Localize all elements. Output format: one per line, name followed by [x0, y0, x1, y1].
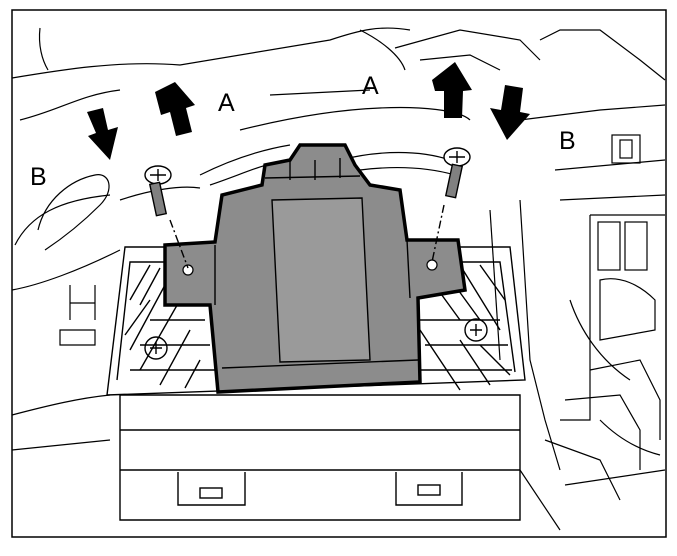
- callout-b-right: B: [559, 127, 576, 155]
- arrow-up-icon: [432, 62, 472, 118]
- callout-a-right: A: [362, 72, 379, 100]
- arrow-down-icon: [490, 85, 530, 140]
- screw-icon: [144, 165, 189, 269]
- callout-a-left: A: [218, 89, 235, 117]
- callout-b-left: B: [30, 163, 47, 191]
- background-linework: [11, 27, 666, 531]
- arrow-up-icon: [155, 82, 195, 136]
- frame-border: [11, 9, 667, 538]
- screw-icon: [431, 147, 471, 263]
- arrow-down-icon: [87, 108, 118, 160]
- lower-housing: [119, 394, 521, 521]
- control-module: [163, 143, 467, 394]
